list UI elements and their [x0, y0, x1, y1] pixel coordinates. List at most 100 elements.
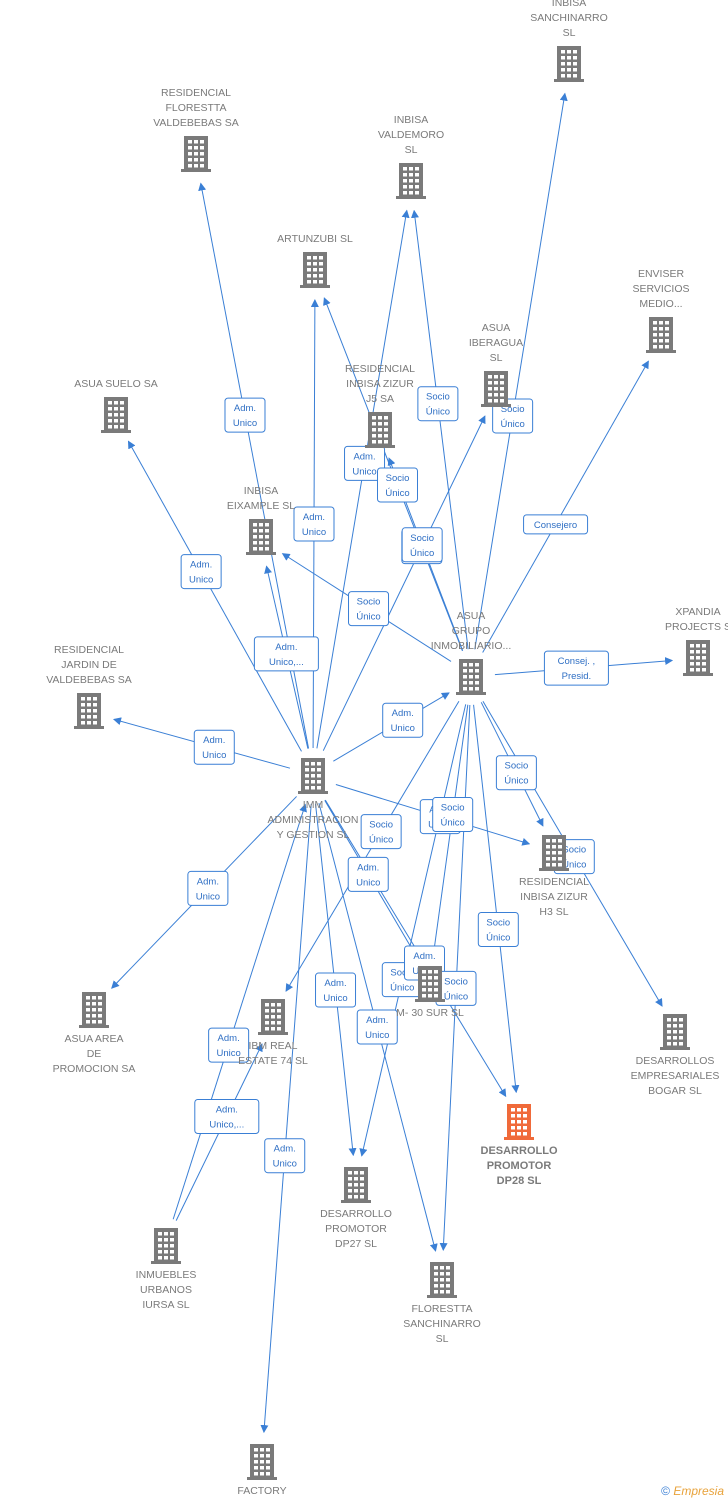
- edge-badge-text: Socio: [369, 820, 393, 831]
- node-label-line: ASUA SUELO SA: [74, 378, 157, 390]
- edge-badge-text: Unico: [391, 723, 415, 734]
- edge-badge[interactable]: Adm. Unico: [187, 870, 229, 906]
- building-icon: [341, 1167, 371, 1203]
- node-label-line: DESARROLLOS: [636, 1055, 715, 1067]
- edge-badge-text: Unico: [202, 750, 226, 761]
- node-label-line: BOGAR SL: [648, 1085, 702, 1097]
- node-label-line: INBISA: [244, 485, 278, 497]
- node-label-line: GRUPO: [452, 625, 491, 637]
- edge-badge[interactable]: Adm.Unico: [264, 1138, 306, 1174]
- node-label-line: PROMOTOR: [487, 1160, 552, 1172]
- node-label-line: RESIDENCIAL: [161, 87, 231, 99]
- building-icon: [554, 46, 584, 82]
- edge-badge-text: Único: [500, 419, 524, 430]
- node-label-line: DE: [87, 1048, 102, 1060]
- edge-badge-text: Único: [385, 488, 409, 499]
- edge-badge[interactable]: Adm.Unico: [382, 702, 424, 738]
- edge-badge[interactable]: Adm.Unico: [347, 856, 389, 892]
- edge-badge-text: Único: [562, 860, 586, 871]
- node-label-line: XPANDIA: [675, 606, 720, 618]
- node-label-line: URBANOS: [140, 1284, 192, 1296]
- edge-badge[interactable]: Adm.Unico: [180, 554, 222, 590]
- building-icon: [151, 1228, 181, 1264]
- node-label-line: VALDEBEBAS SA: [153, 117, 239, 129]
- node-label-line: H3 SL: [539, 906, 568, 918]
- edge-badge-text: Adm.: [197, 876, 219, 887]
- brand-logo-text[interactable]: Empresia: [673, 1484, 724, 1498]
- building-icon: [300, 252, 330, 288]
- edge-badge-text: Unico: [196, 891, 220, 902]
- node-asua-grupo[interactable]: ASUAGRUPOINMOBILIARIO...: [431, 610, 512, 695]
- edge-badge[interactable]: Adm. Unico: [193, 729, 235, 765]
- edge-badge-text: Unico: [365, 1030, 389, 1041]
- edge-badge[interactable]: Consejero: [523, 514, 589, 535]
- edge-badge[interactable]: Adm.Unico,...: [253, 636, 319, 672]
- node-label-line: DESARROLLO: [320, 1208, 392, 1220]
- node-asua-suelo[interactable]: ASUA SUELO SA: [74, 378, 158, 433]
- node-label-line: M- 30 SUR SL: [396, 1007, 464, 1019]
- node-factory[interactable]: FACTORY: [237, 1444, 287, 1497]
- node-label-line: DP27 SL: [335, 1238, 377, 1250]
- edge-badge-text: Adm.: [203, 735, 225, 746]
- building-icon: [646, 317, 676, 353]
- node-label-line: PROMOCION SA: [53, 1063, 136, 1075]
- edge-badge-text: Único: [390, 983, 414, 994]
- edge-badge[interactable]: Adm.Unico: [344, 445, 386, 481]
- edge-badge[interactable]: Adm.Unico: [315, 972, 357, 1008]
- node-label-line: INBISA: [552, 0, 586, 9]
- edge-badge-text: Adm.: [190, 560, 212, 571]
- edge-line: [322, 415, 486, 751]
- edge-badge[interactable]: Adm.Unico: [356, 1009, 398, 1045]
- edge-badge-text: Adm.: [216, 1105, 238, 1116]
- edge-badge-text: Único: [486, 932, 510, 943]
- edge-badge-text: Unico: [273, 1159, 297, 1170]
- node-label-line: INMUEBLES: [136, 1269, 197, 1281]
- edge-badge-text: Socio: [501, 404, 525, 415]
- node-enviser[interactable]: ENVISERSERVICIOSMEDIO...: [633, 268, 690, 353]
- edge-badge[interactable]: Adm.Unico,...: [194, 1099, 260, 1135]
- edge-badge[interactable]: Adm.Unico: [293, 506, 335, 542]
- edge-badge-text: Único: [356, 612, 380, 623]
- edge-badge[interactable]: Adm.Unico: [208, 1027, 250, 1063]
- edge-badge-text: Único: [504, 776, 528, 787]
- node-label-line: FLORESTTA: [411, 1303, 472, 1315]
- building-icon: [181, 136, 211, 172]
- building-icon: [427, 1262, 457, 1298]
- node-m30-sur[interactable]: M- 30 SUR SL: [396, 966, 464, 1019]
- edge-badge[interactable]: Consej. ,Presid.: [543, 650, 609, 686]
- node-artunzubi[interactable]: ARTUNZUBI SL: [277, 233, 353, 288]
- edge-badge-text: Socio: [386, 473, 410, 484]
- edge-badge-text: Consejero: [534, 520, 577, 531]
- edge-badge-text: Unico: [352, 466, 376, 477]
- node-label-line: DESARROLLO: [481, 1145, 558, 1157]
- edge-badge[interactable]: Adm.Unico: [224, 397, 266, 433]
- edge-badge-text: Presid.: [562, 671, 592, 682]
- copyright-symbol: ©: [661, 1484, 670, 1498]
